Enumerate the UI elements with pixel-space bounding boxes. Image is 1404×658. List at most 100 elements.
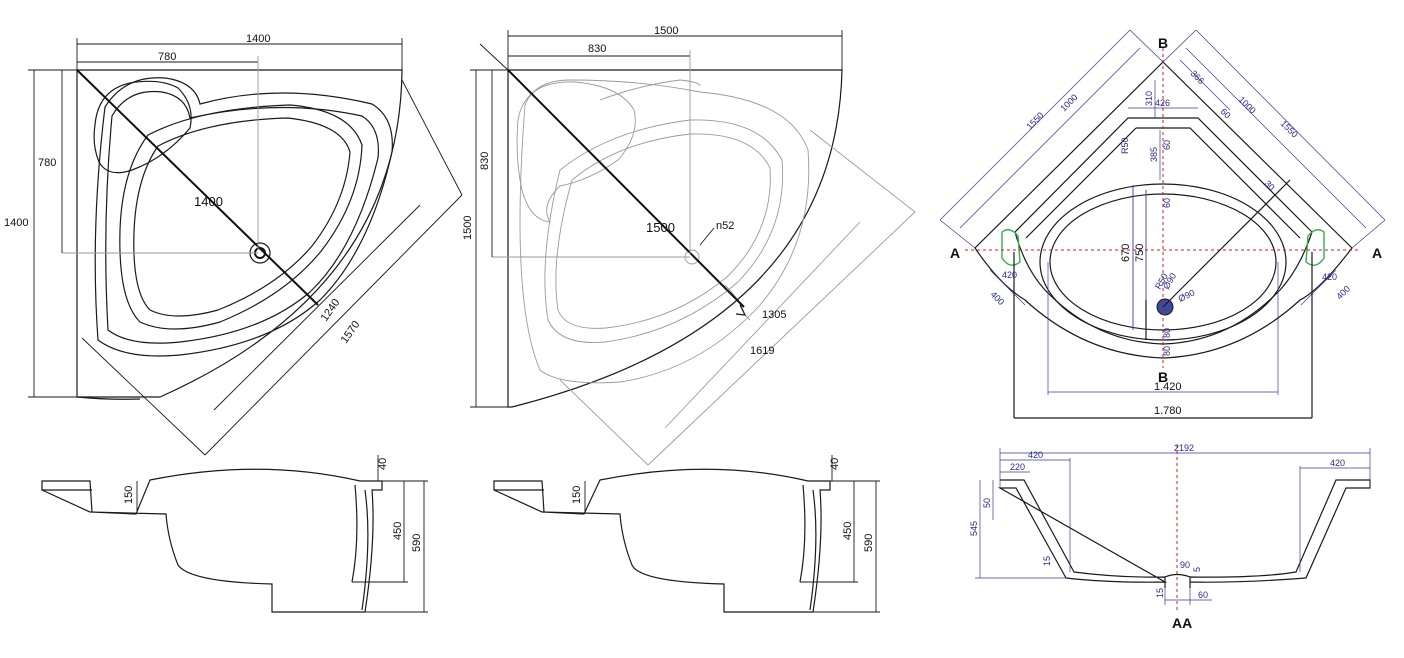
tech-1780-label: 1.780 [1154, 405, 1182, 417]
bath-1500-drain-label: n52 [716, 220, 734, 232]
tech-basin-outer [1039, 183, 1287, 341]
tech-400-right-label: 400 [1334, 284, 1352, 302]
tech-1420-label: 1.420 [1154, 381, 1182, 393]
tech-80-a-label: 80 [1162, 328, 1172, 338]
bath-1400-basin-inner [133, 117, 351, 317]
bath-1400-lip [76, 396, 141, 400]
bath-1500-diagonal-line [507, 69, 745, 308]
tech-420-right-label: 420 [1322, 272, 1337, 282]
bath-1400-diagonal-label: 1400 [194, 194, 223, 209]
tech-426-label: 426 [1155, 98, 1170, 108]
bath-1400-rim-inner [105, 90, 380, 344]
bath-1500-830-left-label: 830 [479, 152, 491, 170]
tech-1000-right-dim [1185, 47, 1367, 229]
bath-1500-1619-label: 1619 [750, 345, 774, 357]
bath-1400-diagonal-line [76, 69, 319, 306]
ext-line [1129, 29, 1164, 63]
bath-1500-diagonal-label: 1500 [646, 220, 675, 235]
bath-1500-1619-dim-line [647, 211, 916, 466]
side-1400-40-label: 40 [377, 458, 389, 470]
ext-line [401, 79, 463, 196]
tech-670-label: 670 [1120, 244, 1132, 262]
bath-1400-1570-dim-line [204, 194, 463, 456]
section-aa-420-left-label: 420 [1028, 450, 1043, 460]
side-1500-590-label: 590 [863, 534, 875, 552]
tech-handle-right [1305, 229, 1325, 266]
tech-30-label: 30 [1263, 178, 1277, 192]
bath-1500-plan: 1500 830 830 1500 1500 n52 1305 1619 [462, 25, 916, 466]
side-1500-40-label: 40 [829, 458, 841, 470]
section-aa-545-label: 545 [969, 521, 979, 536]
side-1500-apron [809, 489, 817, 611]
bath-1500-height-label: 1500 [462, 216, 474, 240]
section-aa-420-right-label: 420 [1330, 458, 1345, 468]
bath-1400-780-top-label: 780 [158, 51, 176, 63]
section-aa-60-label: 60 [1198, 590, 1208, 600]
ext-line [809, 129, 916, 213]
section-aa-90-label: 90 [1180, 560, 1190, 570]
tech-80-b-label: 80 [1162, 346, 1172, 356]
side-1500-450-label: 450 [842, 522, 854, 540]
tech-1550-left-dim [939, 29, 1131, 221]
bath-1500-830-top-label: 830 [588, 43, 606, 55]
ext-line [1162, 29, 1197, 63]
bath-1500-width-label: 1500 [654, 25, 678, 37]
bath-1500-1305-label: 1305 [762, 309, 786, 321]
tech-400-left-dim [989, 269, 1026, 306]
ext-line [479, 43, 509, 71]
ext-line [939, 219, 976, 249]
ext-line [1351, 219, 1386, 249]
bath-1400-basin [119, 104, 363, 330]
tech-400-left-label: 400 [989, 289, 1007, 307]
side-1400-apron [361, 489, 369, 611]
tech-420-left-label: 420 [1002, 270, 1017, 280]
bath-1400-headrest [93, 80, 192, 174]
bath-1500-rim [519, 79, 810, 384]
section-aa-220-label: 220 [1010, 462, 1025, 472]
tech-310-label: 310 [1144, 91, 1154, 106]
section-aa-drain-top [1164, 573, 1191, 578]
bath-tech-plan: B B A A 1550 1000 1000 1550 310 366 426 … [939, 29, 1386, 419]
tech-r50-label: R50 [1120, 137, 1130, 154]
side-1400-inner-wall [351, 484, 358, 583]
section-aa-15-b-label: 15 [1155, 588, 1165, 598]
bath-1500-headrest-edge [599, 79, 701, 101]
tech-1000-left-dim [959, 47, 1141, 229]
tech-label-b-top: B [1158, 35, 1168, 51]
tech-drain [1156, 298, 1174, 316]
bath-1400-1570-label: 1570 [339, 319, 363, 346]
section-aa-15-a-label: 15 [1042, 556, 1052, 566]
bath-1500-outer-contour [507, 69, 843, 408]
side-view-1400: 150 40 450 590 [41, 455, 428, 613]
tech-1550-right-label: 1550 [1279, 118, 1300, 139]
bath-1400-1240-dim-line [213, 204, 421, 411]
tech-label-b-bottom: B [1158, 369, 1168, 385]
ext-line [559, 379, 649, 466]
side-1400-body [41, 468, 383, 613]
tech-1000-right-label: 1000 [1237, 94, 1258, 115]
bath-1500-drain-leader [699, 227, 715, 246]
bath-1400-780-left-label: 780 [38, 157, 56, 169]
bath-1500-arrow [735, 304, 747, 316]
tech-750-label: 750 [1134, 244, 1146, 262]
section-aa-label: AA [1172, 615, 1192, 631]
side-1400-450-label: 450 [392, 522, 404, 540]
bath-1400-width-label: 1400 [246, 33, 270, 45]
tech-1000-left-label: 1000 [1058, 92, 1079, 113]
side-1500-inner-wall [799, 484, 806, 583]
tech-label-a-left: A [950, 245, 960, 261]
tech-label-a-right: A [1372, 245, 1382, 261]
tech-diagonal-line [1162, 179, 1291, 308]
tech-1550-right-dim [1195, 29, 1386, 221]
side-1500-body [493, 468, 831, 613]
ext-line [81, 337, 206, 456]
tech-handle-left [1001, 229, 1021, 266]
bath-1400-rim [94, 77, 393, 357]
section-aa-2192-label: 2192 [1174, 443, 1194, 453]
tech-rim-inner-top [1136, 127, 1301, 239]
tech-60-b-label: 60 [1162, 140, 1172, 150]
tech-366-dim [1179, 59, 1231, 111]
tech-60-c-label: 60 [1162, 198, 1172, 208]
